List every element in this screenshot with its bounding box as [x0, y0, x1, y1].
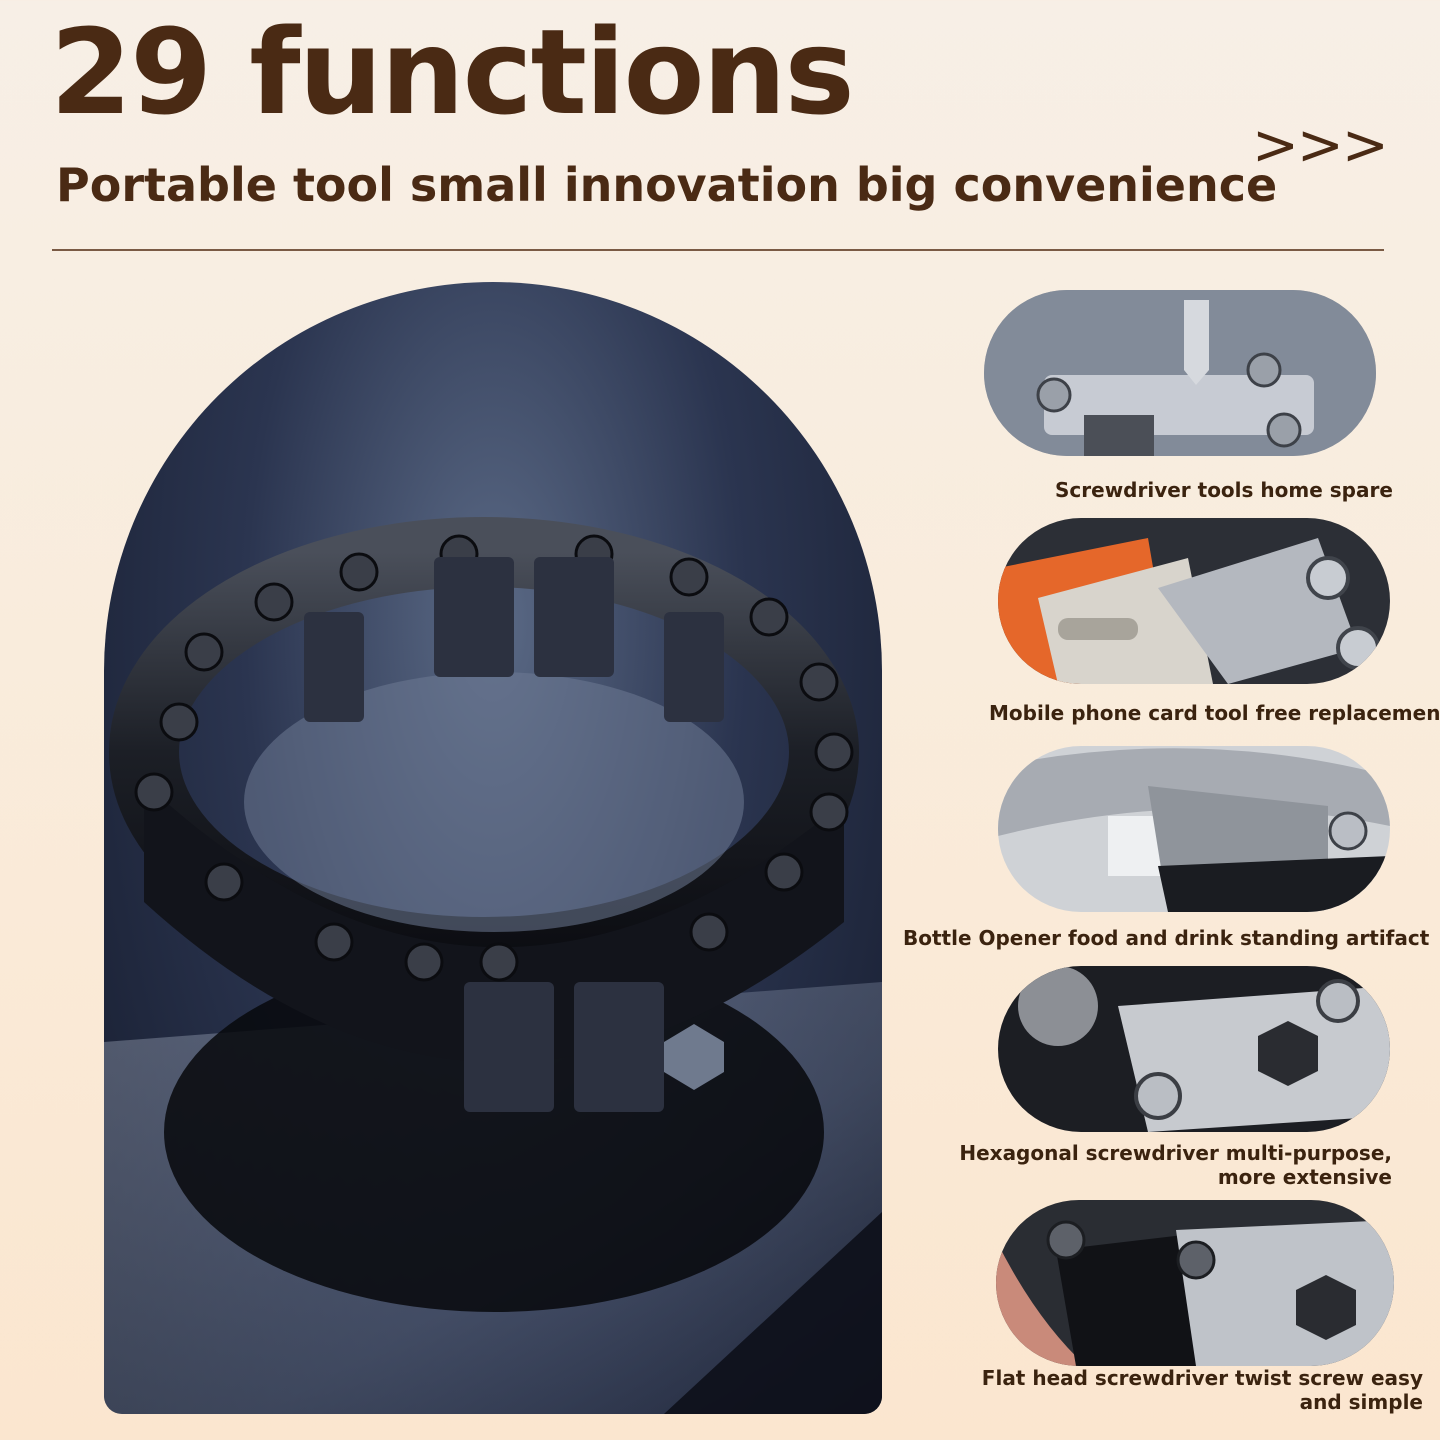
feature-caption-screwdriver: Screwdriver tools home spare	[1055, 478, 1393, 502]
arrows-decoration: >>>	[1252, 113, 1389, 178]
feature-caption-hex-screwdriver: Hexagonal screwdriver multi-purpose, mor…	[959, 1141, 1392, 1189]
page-title: 29 functions	[50, 3, 855, 141]
page-subtitle: Portable tool small innovation big conve…	[56, 158, 1278, 212]
feature-image-bottle-opener	[998, 746, 1390, 912]
header-divider	[52, 249, 1384, 251]
feature-image-flat-screwdriver	[996, 1200, 1394, 1366]
feature-caption-bottle-opener: Bottle Opener food and drink standing ar…	[903, 926, 1430, 950]
hero-product-image	[104, 282, 882, 1414]
feature-image-card-tool	[998, 518, 1390, 684]
feature-image-screwdriver	[984, 290, 1376, 456]
feature-image-hex-screwdriver	[998, 966, 1390, 1132]
feature-caption-flat-screwdriver: Flat head screwdriver twist screw easy a…	[981, 1366, 1423, 1414]
feature-caption-card-tool: Mobile phone card tool free replacement	[989, 701, 1440, 725]
